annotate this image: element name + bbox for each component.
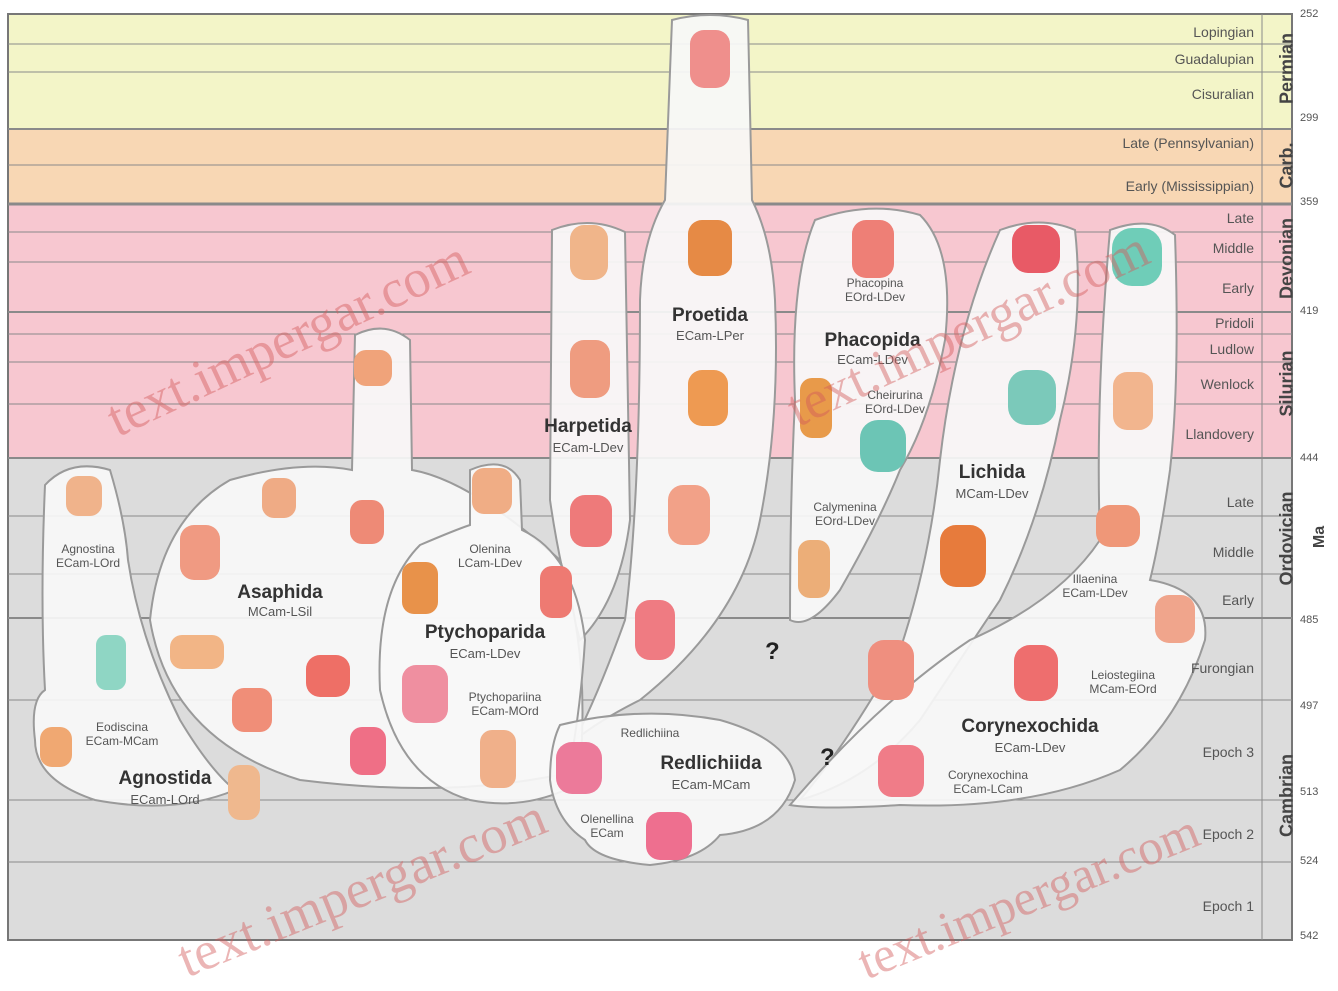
sub-early-mississippian: Early (Mississippian) [1126, 178, 1254, 194]
tick-252: 252 [1300, 8, 1318, 20]
sub-ordovician-middle: Middle [1213, 544, 1254, 560]
tick-497: 497 [1300, 700, 1318, 712]
sub-epoch-3: Epoch 3 [1203, 744, 1254, 760]
sub-lopingian: Lopingian [1193, 24, 1254, 40]
order-redlichiida-range: ECam-MCam [636, 777, 786, 792]
sub-ordovician-late: Late [1227, 494, 1254, 510]
order-corynexochida-range: ECam-LDev [930, 740, 1130, 755]
order-corynexochida: Corynexochida [930, 716, 1130, 738]
order-agnostida: Agnostida [90, 768, 240, 790]
order-agnostida-range: ECam-LOrd [90, 792, 240, 807]
period-silurian: Silurian [1277, 329, 1298, 439]
question-mark: ? [765, 638, 780, 666]
sub-ludlow: Ludlow [1210, 341, 1254, 357]
sub-guadalupian: Guadalupian [1175, 51, 1254, 67]
tick-419: 419 [1300, 305, 1318, 317]
order-redlichiida: Redlichiida [636, 753, 786, 775]
tick-513: 513 [1300, 786, 1318, 798]
axis-label-ma: Ma [1311, 517, 1329, 557]
order-ptychoparida-range: ECam-LDev [400, 646, 570, 661]
sub-wenlock: Wenlock [1201, 376, 1254, 392]
period-cambrian: Cambrian [1277, 736, 1298, 856]
order-harpetida: Harpetida [518, 416, 658, 438]
phylogeny-timescale-diagram: Lopingian Guadalupian Cisuralian Late (P… [0, 0, 1338, 947]
order-asaphida: Asaphida [210, 582, 350, 604]
sub-furongian: Furongian [1191, 660, 1254, 676]
order-proetida-range: ECam-LPer [640, 328, 780, 343]
order-harpetida-range: ECam-LDev [518, 440, 658, 455]
tick-524: 524 [1300, 855, 1318, 867]
sub-epoch-1: Epoch 1 [1203, 898, 1254, 914]
sub-late-pennsylvanian: Late (Pennsylvanian) [1122, 135, 1254, 151]
tick-444: 444 [1300, 452, 1318, 464]
tick-485: 485 [1300, 614, 1318, 626]
order-lichida: Lichida [922, 462, 1062, 484]
period-permian: Permian [1277, 19, 1298, 119]
sub-devonian-middle: Middle [1213, 240, 1254, 256]
period-devonian: Devonian [1277, 199, 1298, 319]
tick-359: 359 [1300, 196, 1318, 208]
period-ordovician: Ordovician [1277, 474, 1298, 604]
order-lichida-range: MCam-LDev [922, 486, 1062, 501]
order-asaphida-range: MCam-LSil [210, 604, 350, 619]
suborder-redlichiina: Redlichiina [590, 726, 710, 740]
order-proetida: Proetida [640, 305, 780, 327]
sub-epoch-2: Epoch 2 [1203, 826, 1254, 842]
order-ptychoparida: Ptychoparida [400, 622, 570, 644]
sub-llandovery: Llandovery [1186, 426, 1255, 442]
sub-ordovician-early: Early [1222, 592, 1254, 608]
question-mark: ? [820, 744, 835, 772]
period-carboniferous: Carb. [1277, 126, 1298, 206]
sub-cisuralian: Cisuralian [1192, 86, 1254, 102]
sub-pridoli: Pridoli [1215, 315, 1254, 331]
tick-299: 299 [1300, 112, 1318, 124]
sub-devonian-early: Early [1222, 280, 1254, 296]
sub-devonian-late: Late [1227, 210, 1254, 226]
tick-542: 542 [1300, 930, 1318, 942]
